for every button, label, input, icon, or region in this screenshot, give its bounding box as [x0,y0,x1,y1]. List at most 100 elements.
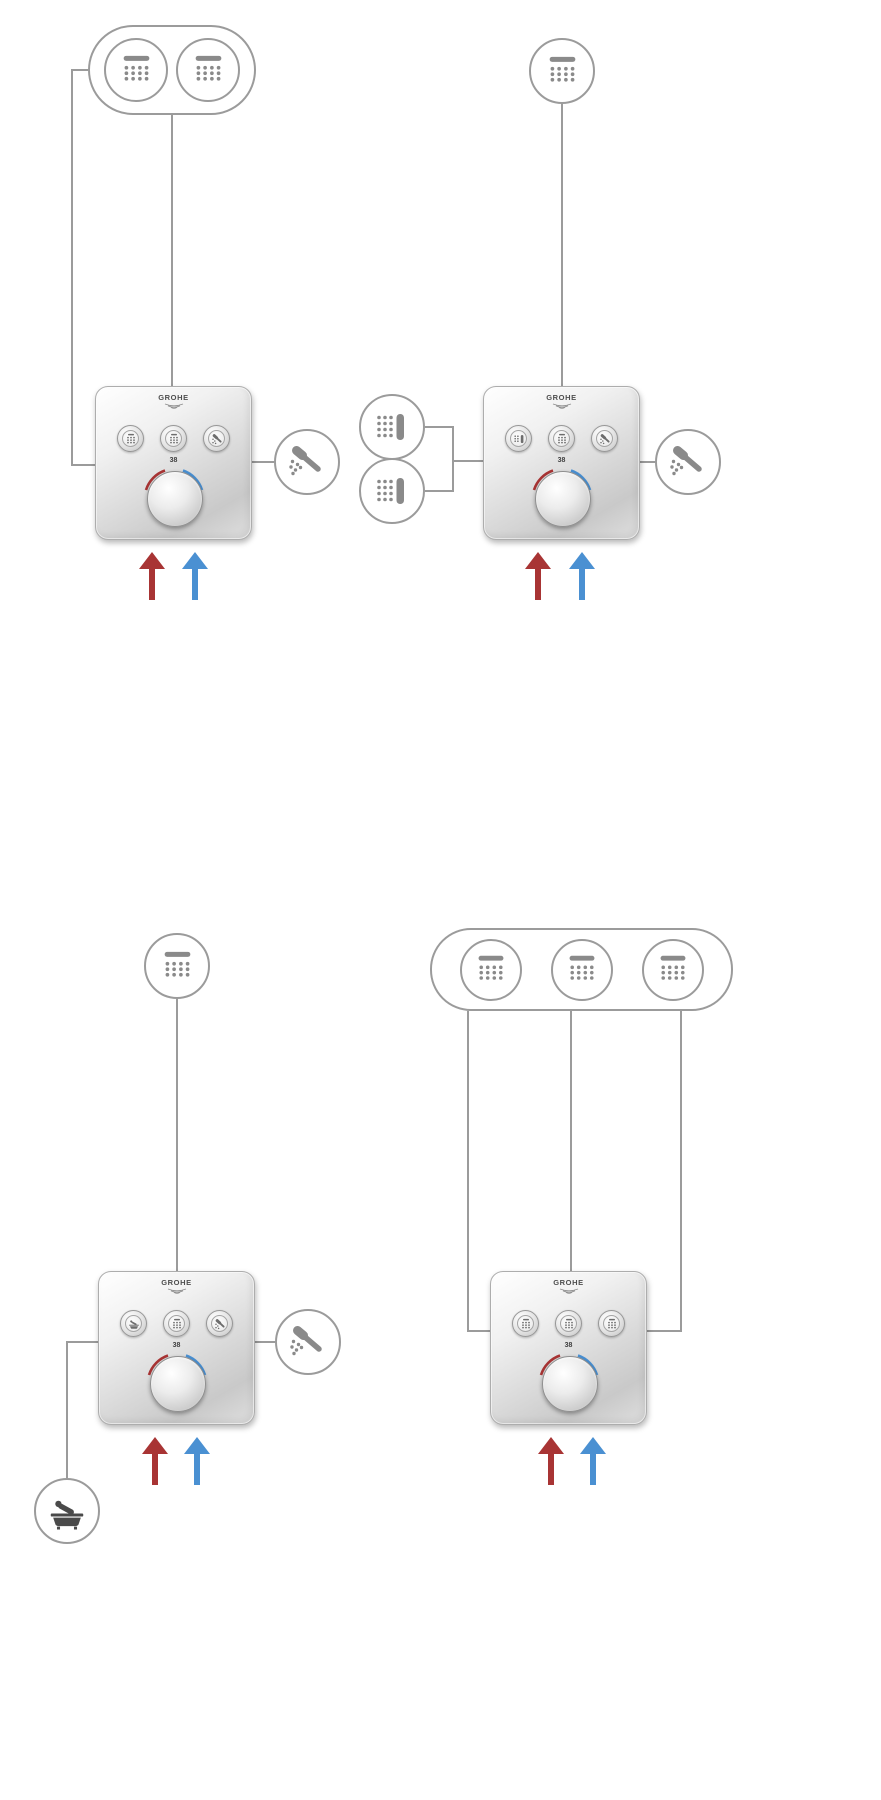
head-shower-outlet [529,38,595,104]
hot-water-arrow [138,552,166,600]
cold-water-arrow [579,1437,607,1485]
smartcontrol-valve: GROHE 38 [98,1271,255,1425]
select-button-head-shower [512,1310,539,1337]
pipe-line [171,115,173,386]
arrow-head [182,552,208,569]
bath-tub-outlet [34,1478,100,1544]
thermostat-knob [146,471,203,527]
smartcontrol-valve: GROHE 38 [490,1271,647,1425]
select-buttons [491,1310,646,1337]
head-shower-mini-icon [171,1318,183,1330]
hand-shower-outlet [655,429,721,495]
arrow-stem [579,566,585,600]
arrow-head [142,1437,168,1454]
select-button-hand-shower [591,425,618,452]
head-shower-outlet [641,938,704,1001]
arrow-head [139,552,165,569]
pipe-line [425,426,454,428]
pipe-line [680,1011,682,1332]
head-shower-mini-icon [606,1318,618,1330]
pipe-line [252,461,274,463]
head-shower-icon [473,954,509,986]
hand-shower-mini-icon [214,1318,226,1330]
grohe-wave-icon [167,1288,186,1294]
select-buttons [96,425,251,452]
body-spray-icon [372,471,412,511]
arrow-head [525,552,551,569]
pipe-line [467,1330,490,1332]
hot-water-arrow [141,1437,169,1485]
arrow-stem [548,1451,554,1485]
select-button-body-spray [505,425,532,452]
hot-water-arrow [524,552,552,600]
pipe-line [647,1330,682,1332]
pipe-line [452,460,483,462]
pipe-line [176,999,178,1271]
select-button-hand-shower [203,425,230,452]
body-spray-outlet [359,394,425,460]
grohe-logo: GROHE [484,394,639,410]
pipe-line [425,490,454,492]
brand-text: GROHE [158,393,189,402]
head-shower-mini-icon [556,433,568,445]
pipe-line [452,426,454,492]
pipe-line [255,1341,275,1343]
arrow-stem [535,566,541,600]
hand-shower-icon [288,1322,328,1362]
temperature-label: 38 [564,1342,573,1349]
pipe-line [561,104,563,386]
thermostat-knob [149,1356,206,1412]
arrow-head [184,1437,210,1454]
body-spray-mini-icon [513,433,525,445]
cold-water-arrow [181,552,209,600]
arrow-stem [152,1451,158,1485]
thermostat-knob [534,471,591,527]
pipe-line [66,1341,68,1478]
cold-water-arrow [568,552,596,600]
head-shower-outlet [459,938,522,1001]
arrow-stem [590,1451,596,1485]
head-shower-outlet [104,38,168,102]
select-button-head-shower [555,1310,582,1337]
arrow-stem [192,566,198,600]
hot-water-arrow [537,1437,565,1485]
head-shower-outlet [550,938,613,1001]
head-shower-icon [190,54,227,87]
hand-shower-mini-icon [211,433,223,445]
grohe-logo: GROHE [491,1279,646,1295]
smartcontrol-valve: GROHE 38 [483,386,640,540]
head-shower-outlet [144,933,210,999]
bath-tub-mini-icon [128,1318,140,1330]
grohe-wave-icon [552,403,571,409]
head-shower-icon [655,954,691,986]
select-button-head-shower [548,425,575,452]
hand-shower-outlet [275,1309,341,1375]
select-button-head-shower [598,1310,625,1337]
head-shower-mini-icon [563,1318,575,1330]
brand-text: GROHE [546,393,577,402]
pipe-line [71,464,95,466]
pipe-line [640,461,655,463]
hand-shower-outlet [274,429,340,495]
head-shower-icon [564,954,600,986]
temperature-label: 38 [557,457,566,464]
hand-shower-icon [287,442,327,482]
head-shower-outlet [176,38,240,102]
bath-tub-icon [46,1490,88,1532]
pipe-line [66,1341,98,1343]
brand-text: GROHE [161,1278,192,1287]
pipe-line [71,69,73,466]
arrow-stem [149,566,155,600]
temperature-label: 38 [172,1342,181,1349]
brand-text: GROHE [553,1278,584,1287]
grohe-wave-icon [559,1288,578,1294]
grohe-logo: GROHE [96,394,251,410]
head-shower-icon [159,950,196,983]
head-shower-icon [118,54,155,87]
select-button-head-shower [117,425,144,452]
arrow-head [569,552,595,569]
grohe-logo: GROHE [99,1279,254,1295]
head-shower-mini-icon [125,433,137,445]
pipe-line [570,1011,572,1271]
